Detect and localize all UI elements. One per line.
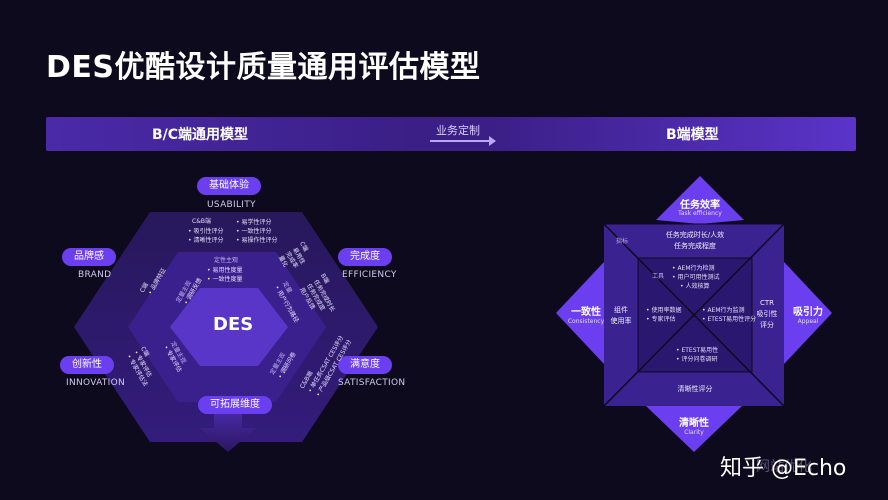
top-left-line-1: • 吸引性评分 <box>188 228 224 235</box>
center-des-label: DES <box>213 314 254 335</box>
b-tools-label: 工具 <box>652 273 665 280</box>
node-brand-en: BRAND <box>78 270 112 280</box>
inner-top-line-2: • 一致性度量 <box>207 276 243 283</box>
arrow-right-icon <box>430 136 496 146</box>
diamond-bottom <box>646 406 742 452</box>
inner-top-line-1: • 易用性度量 <box>207 267 243 274</box>
b-right-line-3: 评分 <box>760 321 774 329</box>
node-efficiency-en: EFFICIENCY <box>342 270 397 280</box>
band-middle-label: 业务定制 <box>436 124 480 137</box>
inner-top-tag: 定性主观 <box>214 257 239 264</box>
node-brand-pill: 品牌感 <box>62 248 116 266</box>
node-innovation-pill: 创新性 <box>60 356 114 374</box>
b-center-left-line-1: • 使用率数据 <box>646 307 682 314</box>
band-right-label: B端模型 <box>666 127 719 143</box>
diamond-top <box>656 176 744 224</box>
b-bottom-cn: 清晰性 <box>679 418 709 429</box>
b-center-bottom-line-1: • ETEST易用性 <box>676 347 719 354</box>
b-center-bottom-line-2: • 评分问卷调研 <box>676 356 718 363</box>
b-bottom-line: 清晰性评分 <box>677 385 713 393</box>
node-extensible-pill: 可拓展维度 <box>198 396 272 414</box>
b-left-line-1: 组件 <box>614 306 628 314</box>
down-arrow-icon <box>200 410 256 452</box>
top-right-line-1: • 易学性评分 <box>236 219 272 226</box>
header-band <box>46 117 856 151</box>
node-satisfaction-en: SATISFACTION <box>338 378 406 388</box>
b-center-right-line-2: • ETEST易用性评分 <box>702 316 757 323</box>
node-usability-pill: 基础体验 <box>197 177 261 195</box>
b-left-cn: 一致性 <box>571 307 601 318</box>
top-right-line-3: • 易操作性评分 <box>236 237 278 244</box>
node-efficiency-pill: 完成度 <box>338 248 392 266</box>
b-top-en: Task efficiency <box>678 210 722 217</box>
page-title: DES优酷设计质量通用评估模型 <box>46 50 481 85</box>
b-right-cn: 吸引力 <box>793 307 823 318</box>
inner-hexagon <box>170 288 288 366</box>
top-left-line-2: • 清晰性评分 <box>188 237 224 244</box>
b-right-en: Appeal <box>797 318 819 325</box>
b-tools-line-1: • AEM行为检测 <box>672 265 715 272</box>
top-right-line-2: • 一致性评分 <box>236 228 272 235</box>
b-tools-line-2: • 用户可用性测试 <box>672 274 720 281</box>
node-innovation-en: INNOVATION <box>66 378 126 388</box>
b-left-en: Consistency <box>567 318 605 325</box>
node-satisfaction-pill: 满意度 <box>338 356 392 374</box>
b-top-line-1: 任务完成时长/人效 <box>665 231 725 239</box>
b-tools-line-3: • 人效核算 <box>680 283 710 290</box>
b-center-right-line-1: • AEM行为监测 <box>702 307 745 314</box>
b-top-line-2: 任务完成程度 <box>674 242 716 250</box>
band-left-label: B/C端通用模型 <box>152 127 249 143</box>
b-bottom-en: Clarity <box>684 429 704 436</box>
node-usability-en: USABILITY <box>207 200 256 210</box>
b-center-left-line-2: • 专家评估 <box>646 316 676 323</box>
b-right-line-2: 吸引性 <box>756 310 778 318</box>
b-right-line-1: CTR <box>759 299 775 307</box>
b-corner-label: 指标 <box>616 238 629 245</box>
diamond-right <box>784 262 832 364</box>
b-top-cn: 任务效率 <box>680 200 720 211</box>
top-tag: C&B端 <box>192 218 211 225</box>
watermark: 知乎 @Echo <box>720 456 847 481</box>
b-left-line-2: 使用率 <box>610 317 632 325</box>
watermark-faded: 网站优化 <box>756 459 812 475</box>
diamond-left <box>556 262 604 364</box>
